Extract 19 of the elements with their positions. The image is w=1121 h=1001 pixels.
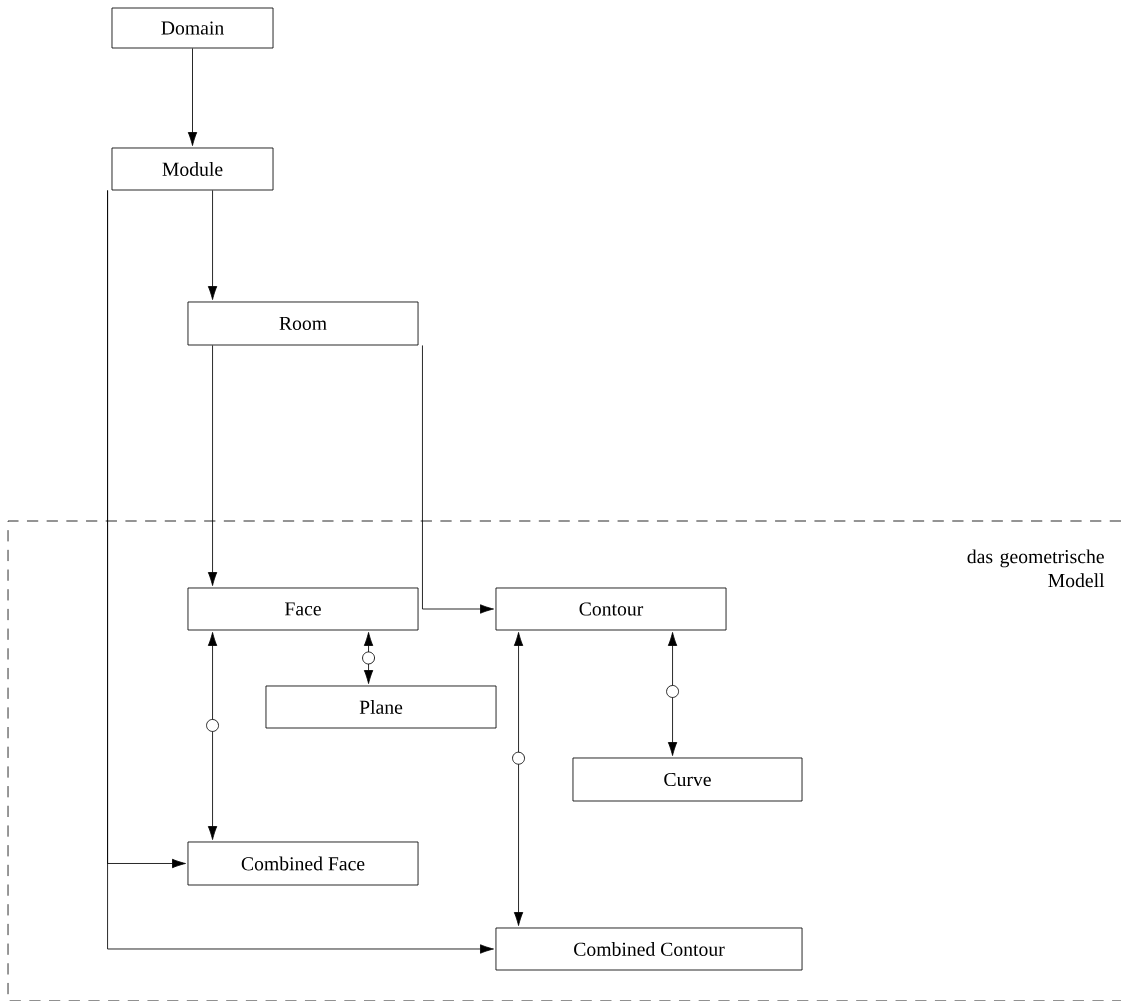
entity-box: Domain (111, 7, 274, 49)
arrow (422, 345, 494, 614)
entity-box: Face (187, 587, 419, 631)
entity-box: Combined Contour (495, 927, 803, 971)
arrow (512, 632, 525, 926)
arrow (666, 632, 679, 756)
entity-box: Contour (495, 587, 727, 631)
arrow (206, 632, 219, 840)
entity-box: Curve (572, 757, 803, 802)
arrow (187, 48, 198, 146)
region-label: das geometrische Modell (967, 549, 1105, 588)
entity-box: Room (187, 301, 419, 346)
arrow (107, 190, 494, 954)
arrow (207, 190, 218, 300)
arrow (207, 345, 218, 586)
entity-box: Plane (265, 685, 497, 729)
entity-box: Module (111, 147, 274, 191)
entity-box: Combined Face (187, 841, 419, 886)
arrow (362, 632, 375, 684)
